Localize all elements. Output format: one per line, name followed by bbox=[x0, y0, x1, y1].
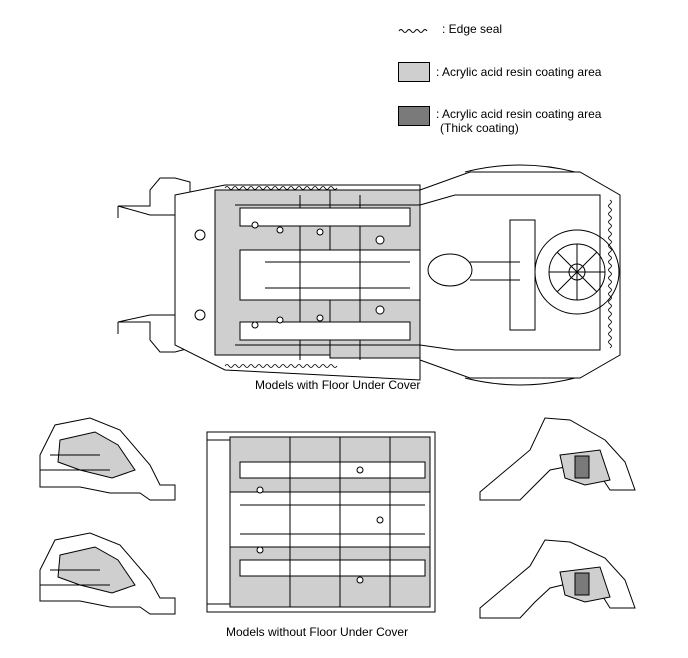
legend-edge-seal-label: : Edge seal bbox=[442, 22, 503, 36]
legend-acrylic: : Acrylic acid resin coating area bbox=[398, 62, 601, 82]
legend-acrylic-label: : Acrylic acid resin coating area bbox=[436, 65, 602, 79]
caption-without-cover: Models without Floor Under Cover bbox=[226, 625, 409, 639]
acrylic-thick-swatch bbox=[398, 106, 430, 126]
legend-acrylic-thick: : Acrylic acid resin coating area (Thick… bbox=[398, 106, 601, 135]
legend-edge-seal: : Edge seal bbox=[442, 22, 502, 36]
legend-acrylic-thick-label: : Acrylic acid resin coating area bbox=[436, 107, 602, 121]
acrylic-swatch bbox=[398, 62, 430, 82]
legend-acrylic-thick-sub: (Thick coating) bbox=[440, 121, 519, 135]
caption-with-cover: Models with Floor Under Cover bbox=[255, 378, 421, 392]
